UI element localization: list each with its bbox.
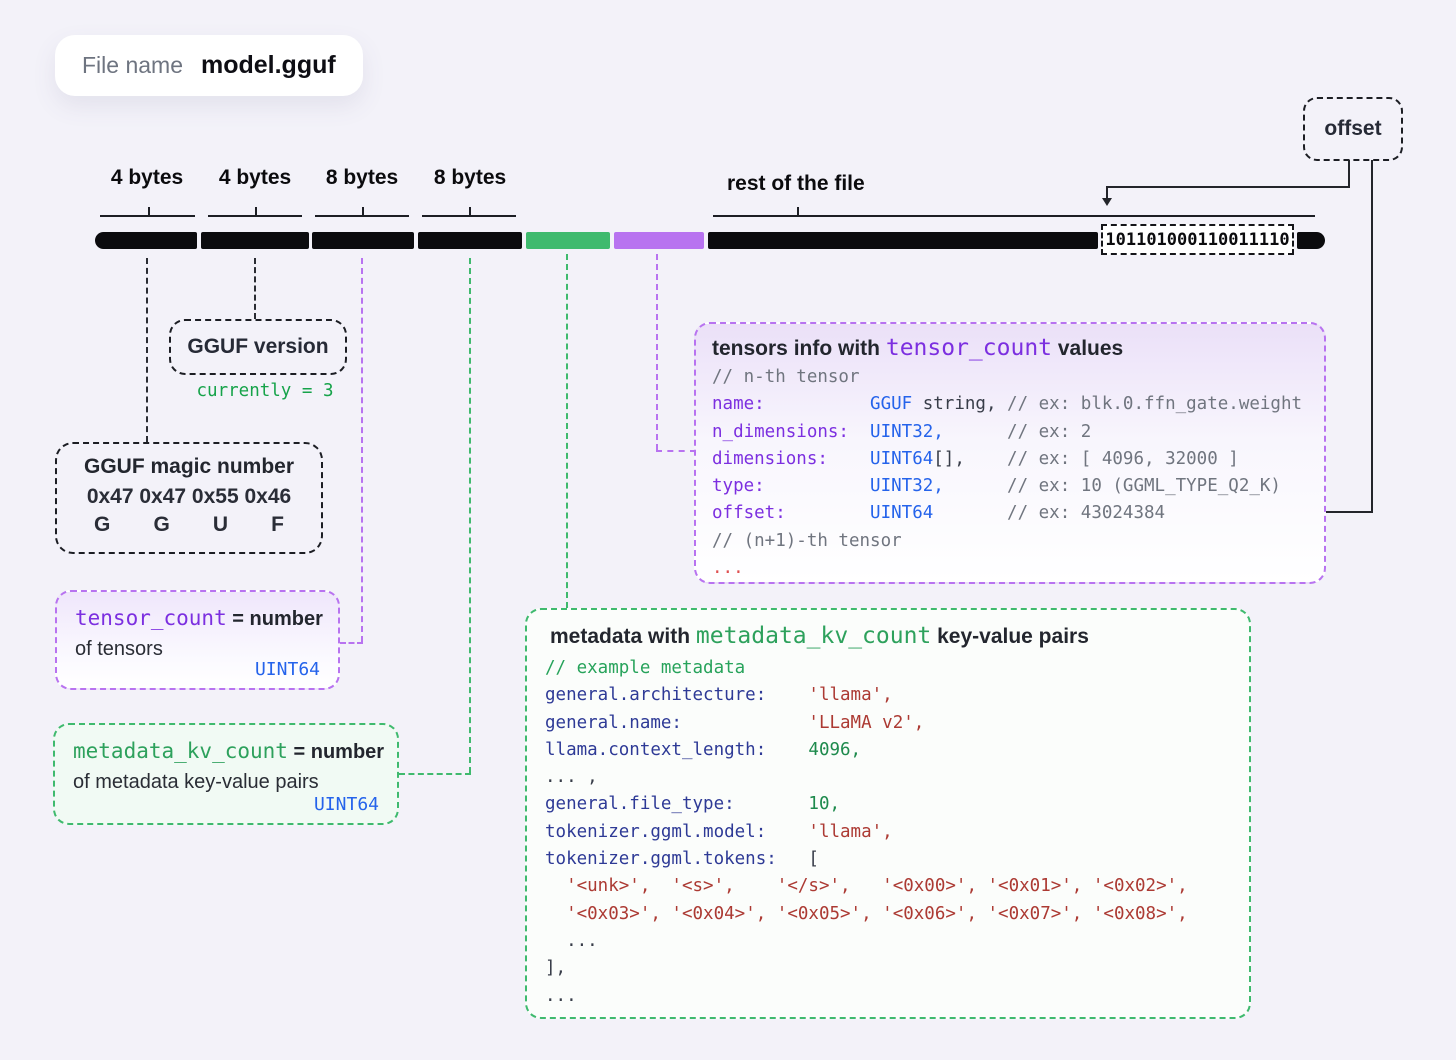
metadata-kv-count-definition-line2: of metadata key-value pairs <box>73 771 319 793</box>
connector-metadata-kv-vertical <box>469 258 471 773</box>
connector-metadata-block <box>566 254 568 608</box>
rest-of-file-label: rest of the file <box>727 172 865 195</box>
tensors-info-block: tensors info with tensor_count values //… <box>694 322 1326 584</box>
offset-arrow-to-bar-h <box>1106 186 1350 188</box>
gguf-version-note: currently = 3 <box>196 381 334 401</box>
connector-tensor-count-vertical <box>361 258 363 642</box>
code-line: general.name: 'LLaMA v2', <box>545 712 925 733</box>
file-name-chip: File name model.gguf <box>55 35 363 96</box>
byte-bracket-1 <box>100 207 195 217</box>
gguf-version-title: GGUF version <box>187 335 329 358</box>
code-line: ... <box>545 985 577 1006</box>
byte-size-label-2: 4 bytes <box>218 166 292 189</box>
magic-number-title: GGUF magic number <box>83 455 295 478</box>
byte-bracket-2 <box>208 207 302 217</box>
tensor-count-definition: tensor_count = number <box>75 606 323 630</box>
code-line: type: UINT32, // ex: 10 (GGML_TYPE_Q2_K) <box>712 476 1281 497</box>
bar-segment-tensor-count <box>312 232 414 249</box>
file-name-value: model.gguf <box>200 51 336 79</box>
connector-magic-number <box>146 258 148 442</box>
tensors-info-title: tensors info with tensor_count values <box>712 335 1124 361</box>
binary-offset-field: 101101000110011110 <box>1101 224 1294 255</box>
code-line: '<0x03>', '<0x04>', '<0x05>', '<0x06>', … <box>566 903 1188 924</box>
tensor-count-callout: tensor_count = number of tensors UINT64 <box>55 590 340 690</box>
code-line: dimensions: UINT64[], // ex: [ 4096, 320… <box>712 448 1239 469</box>
code-line: // n-th tensor <box>712 367 860 387</box>
metadata-kv-count-definition: metadata_kv_count = number <box>73 739 385 763</box>
bar-segment-tensors-info <box>614 232 704 249</box>
bar-segment-rest-of-file <box>708 232 1098 249</box>
rest-of-file-bracket <box>713 207 1315 217</box>
metadata-kv-count-callout: metadata_kv_count = number of metadata k… <box>53 723 399 825</box>
connector-metadata-kv-elbow <box>399 773 471 775</box>
code-line: tokenizer.ggml.tokens: [ <box>545 849 819 870</box>
code-line: n_dimensions: UINT32, // ex: 2 <box>712 421 1092 442</box>
code-line: name: GGUF string, // ex: blk.0.ffn_gate… <box>712 394 1303 415</box>
gguf-magic-number-callout: GGUF magic number 0x47 0x47 0x55 0x46 G … <box>55 442 323 554</box>
metadata-block: metadata with metadata_kv_count key-valu… <box>525 608 1251 1019</box>
metadata-kv-count-type: UINT64 <box>313 794 379 815</box>
byte-size-label-3: 8 bytes <box>325 166 399 189</box>
magic-letter: U <box>212 513 229 536</box>
tensors-info-code: // n-th tensor name: GGUF string, // ex: … <box>712 364 1308 582</box>
code-line: ... <box>712 558 744 579</box>
connector-tensors-block-vertical <box>656 254 658 450</box>
code-line: ... <box>545 930 598 951</box>
byte-size-label-1: 4 bytes <box>110 166 184 189</box>
connector-tensors-block-elbow <box>656 450 696 452</box>
bar-segment-metadata-kv-count <box>418 232 522 249</box>
bar-segment-version <box>201 232 309 249</box>
magic-letter: F <box>271 513 284 536</box>
bar-segment-metadata <box>526 232 610 249</box>
code-line: tokenizer.ggml.model: 'llama', <box>545 821 893 842</box>
tensor-count-type: UINT64 <box>254 659 320 680</box>
code-line: // example metadata <box>545 658 746 678</box>
byte-size-label-4: 8 bytes <box>433 166 507 189</box>
magic-letter: G <box>94 513 111 536</box>
tensor-count-definition-line2: of tensors <box>75 638 163 660</box>
code-line: // (n+1)-th tensor <box>712 530 902 551</box>
magic-number-letters: G G U F <box>94 513 284 537</box>
offset-arrow-to-bar-v2 <box>1106 186 1108 199</box>
offset-arrow-to-bar-v1 <box>1348 160 1350 187</box>
code-line: offset: UINT64 // ex: 43024384 <box>712 503 1166 524</box>
metadata-code: // example metadata general.architecture:… <box>545 655 1231 1010</box>
offset-arrow-to-field-v <box>1371 160 1373 512</box>
file-name-label: File name <box>82 52 183 78</box>
offset-arrow-to-bar-head <box>1102 198 1112 206</box>
magic-number-hex: 0x47 0x47 0x55 0x46 <box>86 485 292 508</box>
code-line: '<unk>', '<s>', '</s>', '<0x00>', '<0x01… <box>566 876 1188 897</box>
bar-segment-magic-number <box>95 232 197 249</box>
magic-letter: G <box>153 513 170 536</box>
gguf-version-callout: GGUF version <box>169 319 347 375</box>
code-line: ], <box>545 958 567 979</box>
offset-callout: offset <box>1303 97 1403 161</box>
code-line: general.file_type: 10, <box>545 794 841 815</box>
metadata-title: metadata with metadata_kv_count key-valu… <box>550 623 1089 649</box>
byte-bracket-3 <box>315 207 409 217</box>
code-line: llama.context_length: 4096, <box>545 739 862 760</box>
connector-version <box>254 258 256 319</box>
connector-tensor-count-elbow <box>340 642 363 644</box>
code-line: ... , <box>545 767 598 788</box>
byte-bracket-4 <box>422 207 516 217</box>
bar-segment-tail <box>1297 232 1325 249</box>
code-line: general.architecture: 'llama', <box>545 685 893 706</box>
offset-label: offset <box>1324 117 1382 140</box>
